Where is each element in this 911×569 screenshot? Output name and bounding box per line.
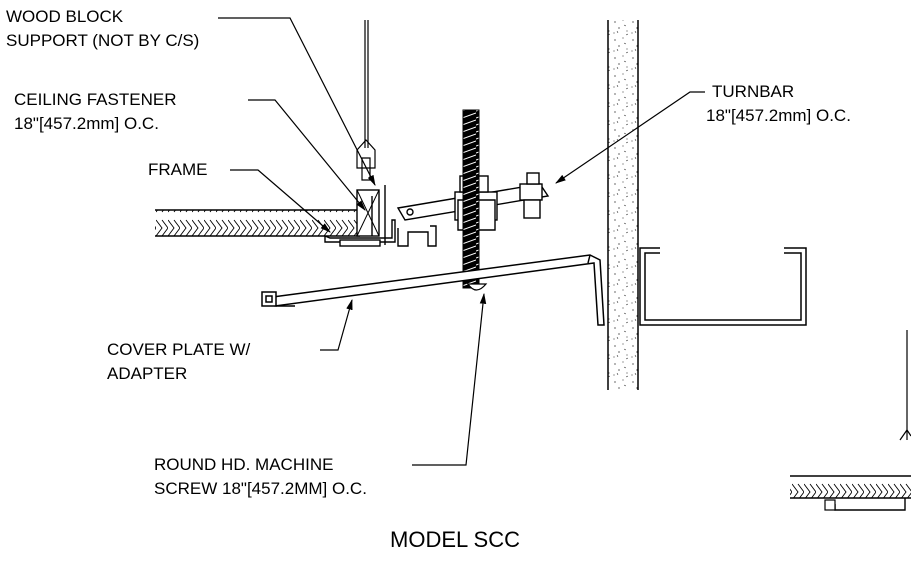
label-turnbar-line2: 18"[457.2mm] O.C. xyxy=(706,106,851,125)
label-ceiling-fastener-line2: 18"[457.2mm] O.C. xyxy=(14,114,159,133)
label-machine-screw-line2: SCREW 18"[457.2MM] O.C. xyxy=(154,479,367,498)
label-cover-plate-line2: ADAPTER xyxy=(107,364,188,383)
leaders xyxy=(218,17,705,466)
label-frame: FRAME xyxy=(148,160,208,179)
ceiling-panel-right xyxy=(790,330,911,511)
label-turnbar-line1: TURNBAR xyxy=(712,82,795,101)
wall xyxy=(607,20,639,390)
drawing-title: MODEL SCC xyxy=(390,527,520,552)
wall-channel xyxy=(639,247,807,326)
label-wood-block-line2: SUPPORT (NOT BY C/S) xyxy=(6,31,200,50)
machine-screw xyxy=(462,109,488,291)
label-wood-block-line1: WOOD BLOCK xyxy=(6,7,124,26)
label-ceiling-fastener-line1: CEILING FASTENER xyxy=(14,90,177,109)
label-machine-screw-line1: ROUND HD. MACHINE xyxy=(154,455,334,474)
label-cover-plate-line1: COVER PLATE W/ xyxy=(107,340,251,359)
cover-plate xyxy=(261,254,605,326)
